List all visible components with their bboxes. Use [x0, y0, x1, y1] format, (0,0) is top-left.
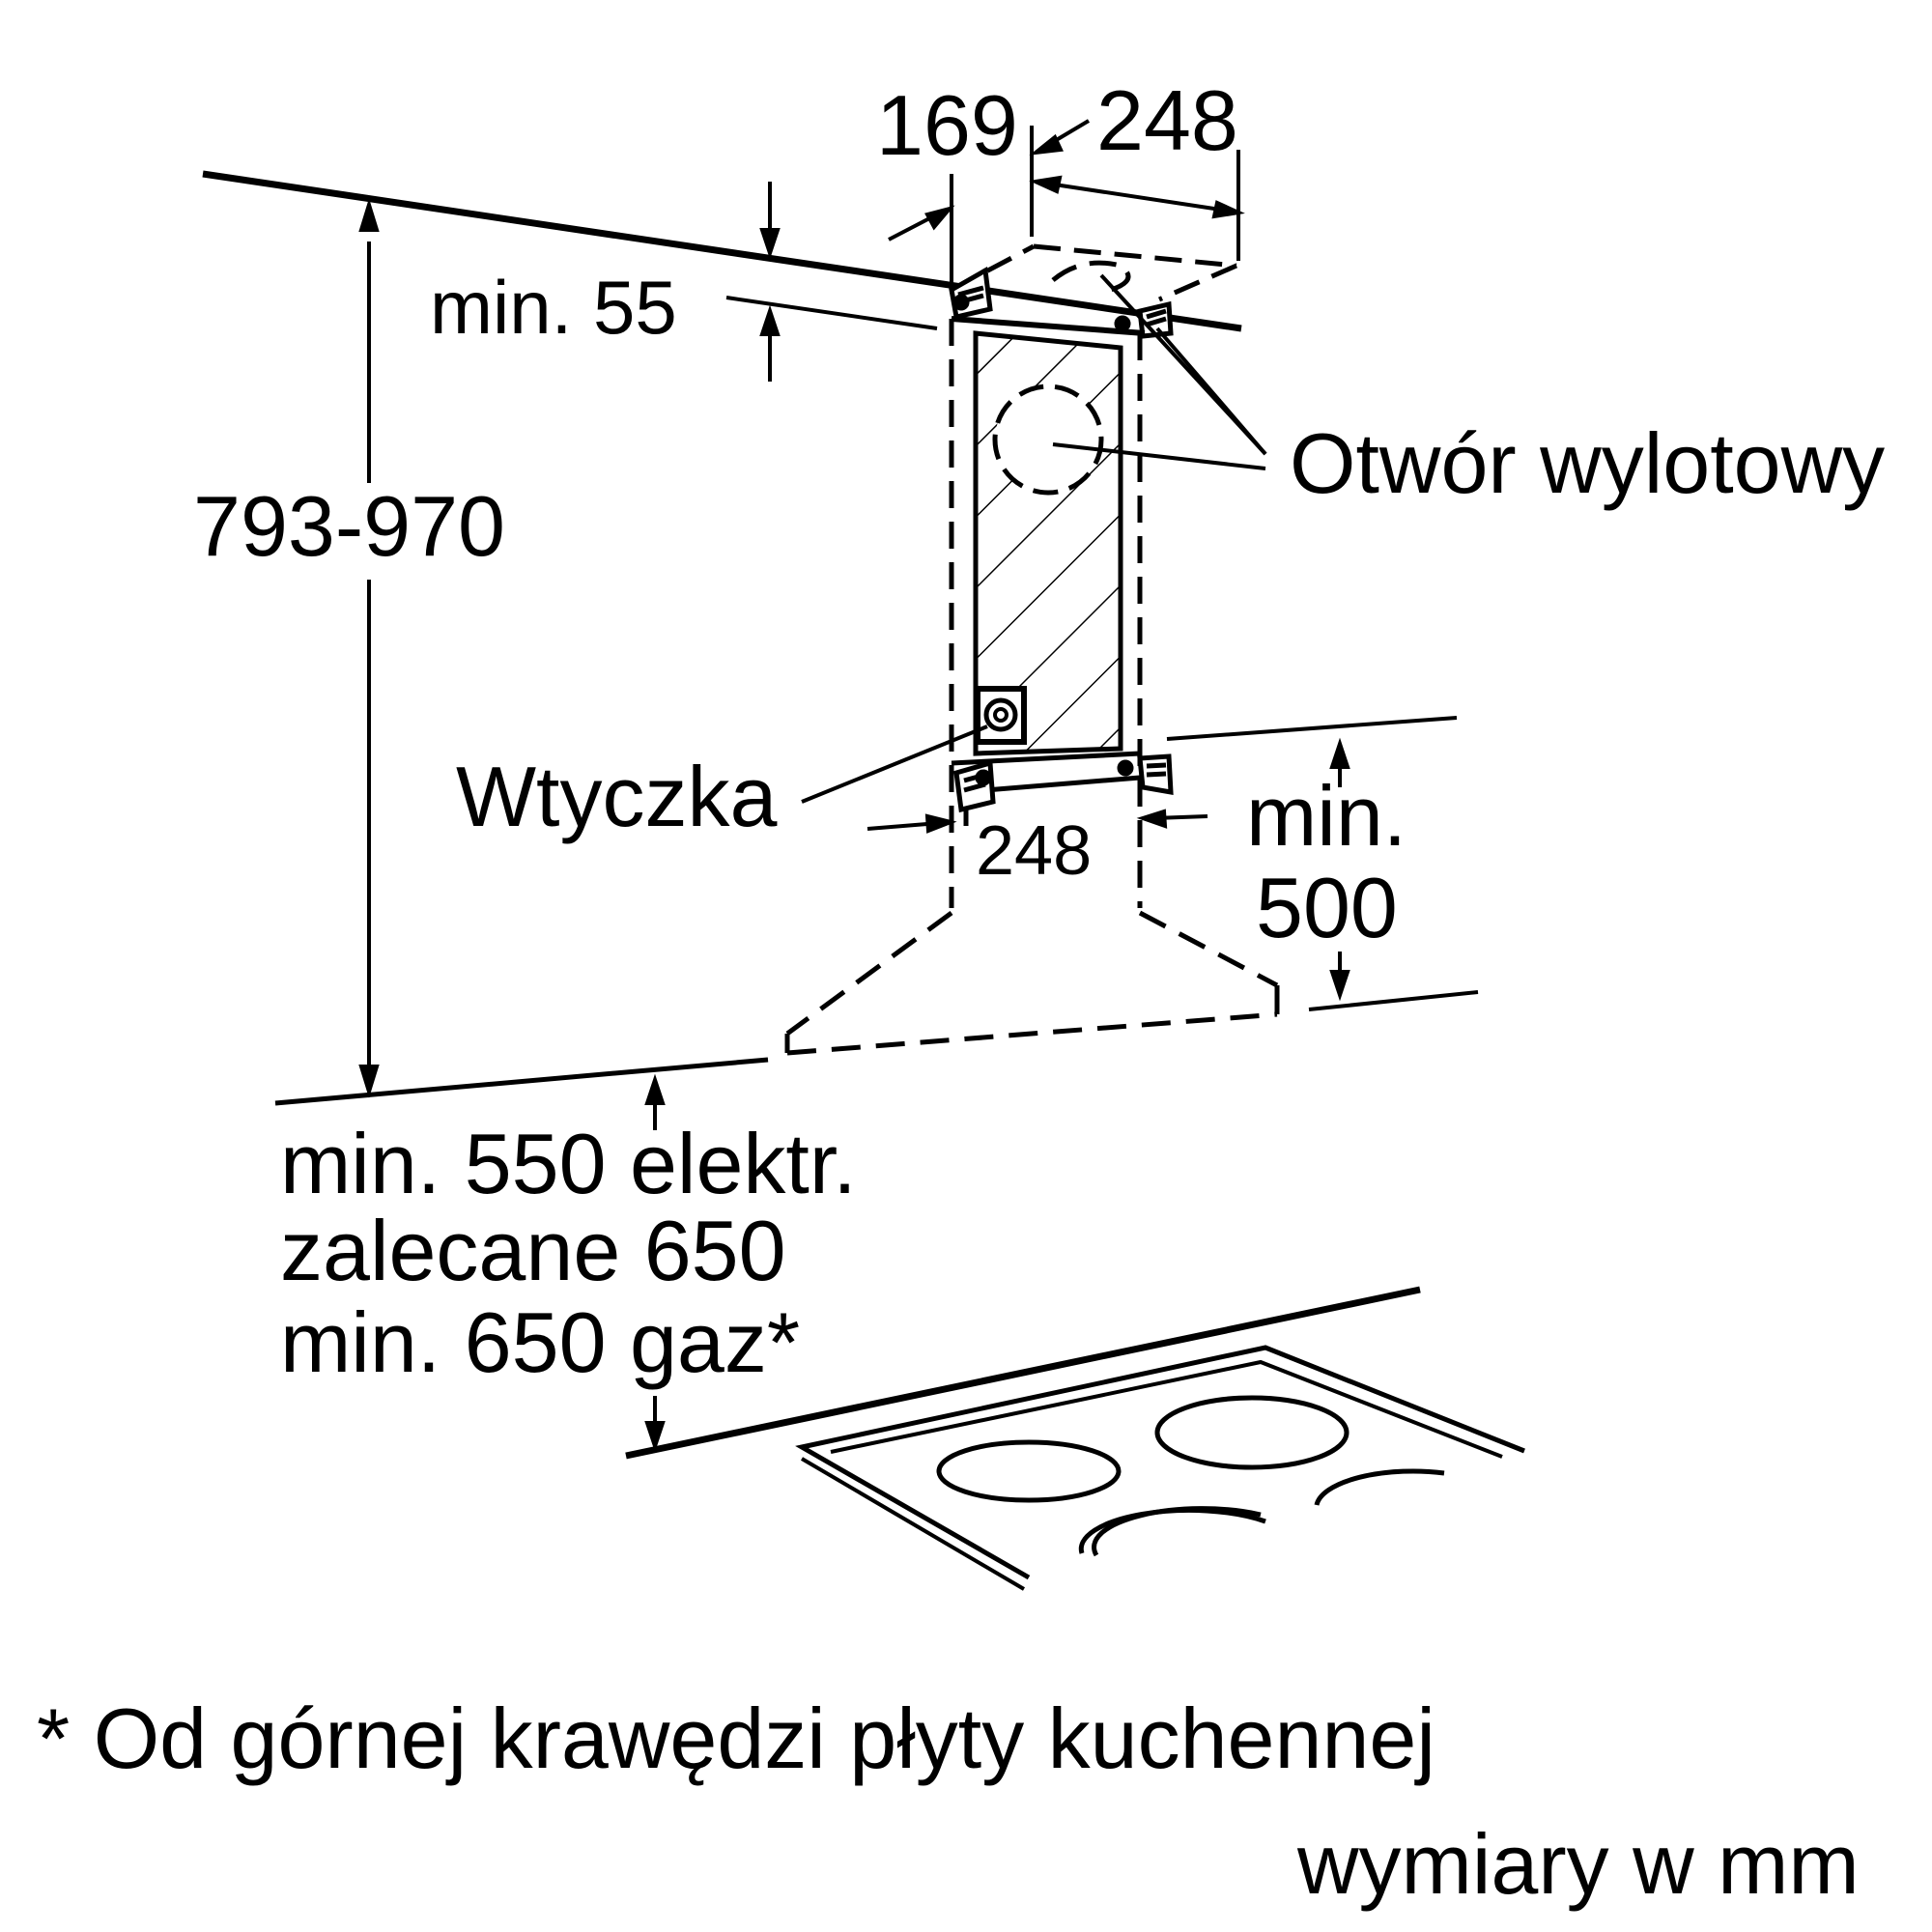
min500-dimension: [1329, 737, 1350, 1002]
height-dimension: [358, 198, 380, 1098]
bottom-width-dimension: [867, 809, 1208, 834]
label-min500-line1: min.: [1246, 768, 1406, 864]
burner-1: [936, 1439, 1122, 1503]
hood-bottom-line: [274, 1057, 769, 1106]
clearance-dimension: [644, 1073, 666, 1453]
top-dimensions: [888, 119, 1245, 285]
chimney-outline: [949, 319, 1143, 908]
label-plug: Wtyczka: [456, 749, 778, 844]
label-clearance-2: zalecane 650: [280, 1203, 786, 1298]
outlet-leaders: [1052, 273, 1267, 470]
burner-3: [1078, 1507, 1266, 1554]
plug-leader: [801, 724, 988, 804]
label-169: 169: [876, 77, 1018, 173]
min500-bottom-ref-line: [1308, 990, 1479, 1011]
cooktop-top-line: [625, 1286, 1421, 1460]
label-min500-line2: 500: [1256, 860, 1398, 955]
label-min-55: min. 55: [430, 265, 677, 350]
min55-dimension: [725, 182, 938, 382]
label-248-top: 248: [1096, 72, 1238, 168]
label-clearance-3: min. 650 gaz*: [280, 1294, 800, 1390]
units-note: wymiary w mm: [1296, 1816, 1860, 1912]
outlet-opening: [992, 384, 1104, 496]
burner-2: [1154, 1395, 1350, 1470]
label-outlet: Otwór wylotowy: [1290, 415, 1885, 511]
cooktop: [795, 1345, 1525, 1591]
burner-front-left: [1092, 1506, 1262, 1557]
hood-canopy-outline: [784, 910, 1280, 1056]
footnote: * Od górnej krawędzi płyty kuchennej: [37, 1690, 1435, 1786]
label-height-range: 793-970: [193, 478, 505, 574]
ceiling-line: [202, 170, 1242, 332]
min500-top-ref-line: [1166, 716, 1458, 741]
top-mounting-plate: [949, 266, 1174, 339]
label-248-bottom: 248: [976, 812, 1092, 890]
label-clearance-1: min. 550 elektr.: [280, 1116, 857, 1211]
lower-mounting-bracket: [951, 751, 1174, 826]
plug-socket: [975, 686, 1027, 745]
